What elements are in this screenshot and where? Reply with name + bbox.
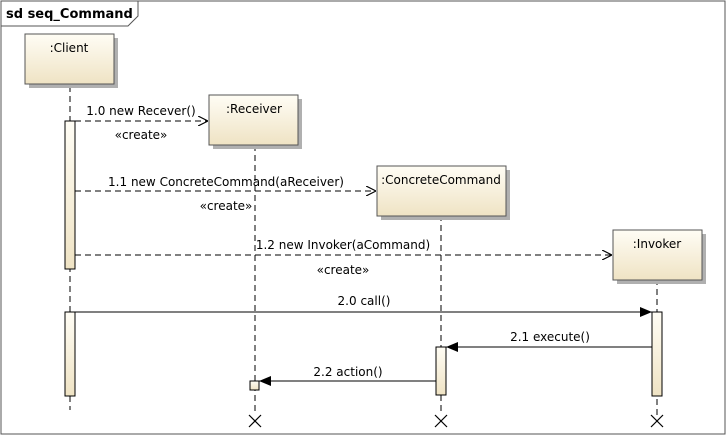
frame-tab [1,1,139,27]
concrete-command-box [376,165,507,217]
client-label: :Client [50,41,89,55]
destroy-receiver-icon [248,414,262,428]
message-1-stereotype: «create» [115,128,168,142]
activation-bars [64,120,663,397]
activation-client-1 [64,120,76,270]
message-3[interactable]: 1.2 new Invoker(aCommand) «create» [75,238,612,277]
message-3-stereotype: «create» [317,263,370,277]
concrete-command-label: :ConcreteCommand [381,173,501,187]
lifeline-head-invoker[interactable]: :Invoker [612,229,706,284]
receiver-label: :Receiver [226,102,282,116]
activation-concrete-command [435,346,447,396]
message-6[interactable]: 2.2 action() [259,365,436,386]
frame-label: sd seq_Command [6,7,133,22]
lifeline-head-concrete-command[interactable]: :ConcreteCommand [376,165,510,220]
destroy-concrete-command-icon [434,414,448,428]
lifeline-head-receiver[interactable]: :Receiver [208,94,302,149]
message-3-label: 1.2 new Invoker(aCommand) [256,238,430,252]
activation-invoker [651,311,663,397]
destruction-marks [248,414,664,428]
message-4-label: 2.0 call() [338,294,391,308]
message-6-label: 2.2 action() [313,365,382,379]
message-4[interactable]: 2.0 call() [75,294,652,317]
message-2-stereotype: «create» [200,199,253,213]
message-5-label: 2.1 execute() [510,330,590,344]
message-5[interactable]: 2.1 execute() [446,330,652,352]
activation-client-2 [64,311,76,397]
activation-receiver [249,380,260,391]
lifeline-head-client[interactable]: :Client [24,33,118,88]
invoker-label: :Invoker [633,237,682,251]
destroy-invoker-icon [650,414,664,428]
receiver-box [208,94,299,146]
invoker-box [612,229,703,281]
message-1-label: 1.0 new Recever() [86,104,195,118]
client-box [24,33,115,85]
message-2-label: 1.1 new ConcreteCommand(aReceiver) [108,175,344,189]
message-1[interactable]: 1.0 new Recever() «create» [75,104,208,142]
message-2[interactable]: 1.1 new ConcreteCommand(aReceiver) «crea… [75,175,376,213]
